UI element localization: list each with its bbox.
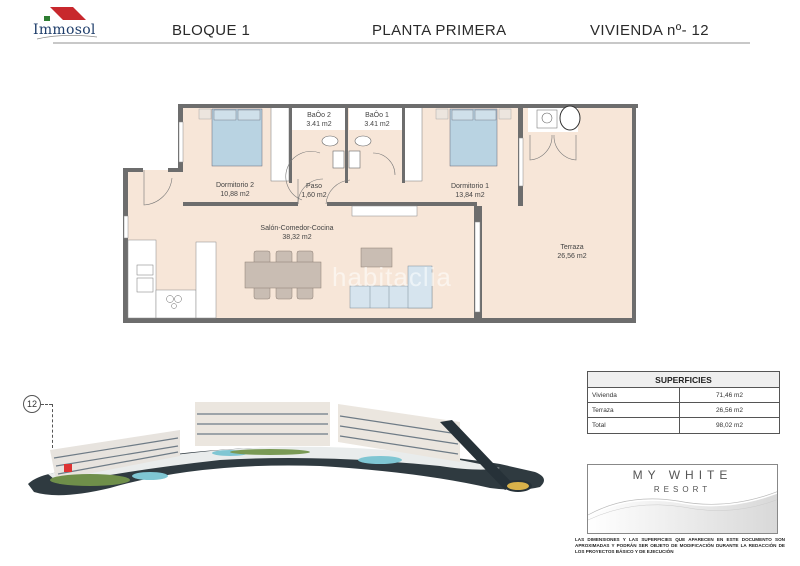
room-area: 13,84 m2: [455, 192, 485, 199]
resort-illustration: [28, 402, 544, 496]
table-row: Terraza 26,56 m2: [588, 403, 779, 418]
room-area: 3.41 m2: [306, 121, 332, 128]
resort-logo-line2: RESORT: [653, 485, 712, 494]
room-name: Dormitorio 1: [450, 183, 490, 190]
marker-leader-line: [52, 404, 53, 448]
room-area: 38,32 m2: [282, 234, 312, 241]
row-value: 98,02 m2: [715, 422, 744, 429]
room-name: BaÔo 1: [365, 112, 389, 119]
floor-title: PLANTA PRIMERA: [372, 22, 507, 39]
row-label: Terraza: [588, 403, 680, 417]
room-dormitorio-2: Dormitorio 2 10,88 m2: [205, 181, 265, 199]
room-area: 3.41 m2: [364, 121, 390, 128]
room-name: Salón-Comedor-Cocina: [260, 225, 334, 232]
table-row: Total 98,02 m2: [588, 418, 779, 433]
room-name: BaÔo 2: [307, 112, 331, 119]
floor-plan: Dormitorio 2 10,88 m2 BaÔo 2 3.41 m2 BaÔ…: [123, 104, 638, 323]
row-value: 71,46 m2: [715, 392, 744, 399]
resort-logo-line1: MY WHITE: [632, 468, 733, 482]
resort-aerial-render: [20, 392, 560, 512]
room-area: 26,56 m2: [557, 253, 587, 260]
wave-icon: [588, 491, 777, 533]
room-bano-1: BaÔo 1 3.41 m2: [354, 111, 400, 129]
marker-leader-line: [41, 404, 52, 405]
room-salon-comedor-cocina: Salón-Comedor-Cocina 38,32 m2: [252, 224, 342, 242]
block-title: BLOQUE 1: [172, 22, 251, 39]
room-paso: Paso 1,60 m2: [293, 182, 335, 200]
room-name: Dormitorio 2: [215, 182, 255, 189]
table-row: Vivienda 71,46 m2: [588, 388, 779, 403]
room-dormitorio-1: Dormitorio 1 13,84 m2: [440, 182, 500, 200]
disclaimer-text: LAS DIMENSIONES Y LAS SUPERFICIES QUE AP…: [575, 537, 785, 554]
room-area: 1,60 m2: [301, 192, 327, 199]
room-bano-2: BaÔo 2 3.41 m2: [296, 111, 342, 129]
room-name: Paso: [306, 183, 322, 190]
immosol-logo: Immosol: [33, 6, 105, 42]
row-value: 26,56 m2: [715, 407, 744, 414]
house-roof-icon: [36, 7, 98, 40]
room-terraza: Terraza 26,56 m2: [542, 243, 602, 261]
unit-marker: 12: [23, 395, 41, 413]
areas-table-title: SUPERFICIES: [588, 372, 779, 388]
unit-title: VIVIENDA nº- 12: [590, 22, 710, 39]
room-name: Terraza: [560, 244, 584, 251]
header-divider: [53, 42, 750, 44]
room-area: 10,88 m2: [220, 191, 250, 198]
row-label: Total: [588, 418, 680, 433]
row-label: Vivienda: [588, 388, 680, 402]
floor-plan-drawing: [123, 104, 638, 323]
watermark: habitaclia: [332, 262, 452, 292]
areas-table: SUPERFICIES Vivienda 71,46 m2 Terraza 26…: [587, 371, 780, 434]
my-white-resort-logo: MY WHITE RESORT: [587, 464, 778, 534]
logo-text: Immosol: [33, 22, 96, 38]
